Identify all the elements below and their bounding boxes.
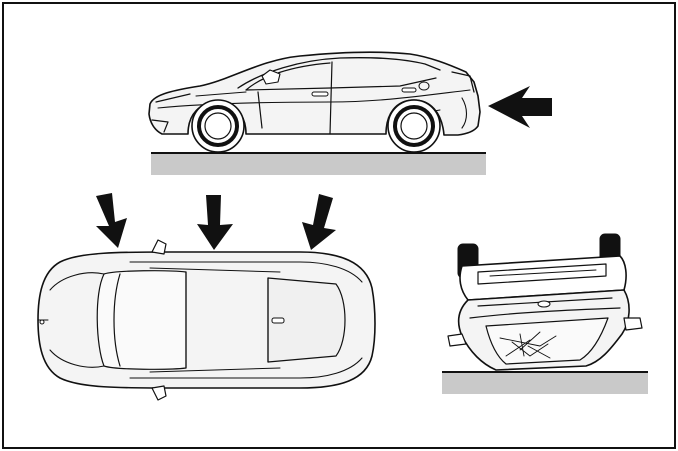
arrow-down-icon-2 <box>197 195 233 250</box>
arrow-down-icon-3 <box>302 194 336 250</box>
front-wheel <box>191 99 245 153</box>
arrow-down-icon-1 <box>96 193 127 248</box>
car-side-view-icon <box>148 51 481 153</box>
car-overturned-rear-view-icon <box>447 233 643 371</box>
ground-strip-right <box>442 372 648 394</box>
car-top-view-icon <box>37 239 376 401</box>
roof-impact-scene <box>37 193 376 401</box>
rollover-scene <box>442 233 648 394</box>
rear-impact-scene <box>148 51 552 175</box>
rear-wheel <box>387 99 441 153</box>
ground-strip-top <box>151 153 486 175</box>
arrow-left-icon <box>488 86 552 128</box>
